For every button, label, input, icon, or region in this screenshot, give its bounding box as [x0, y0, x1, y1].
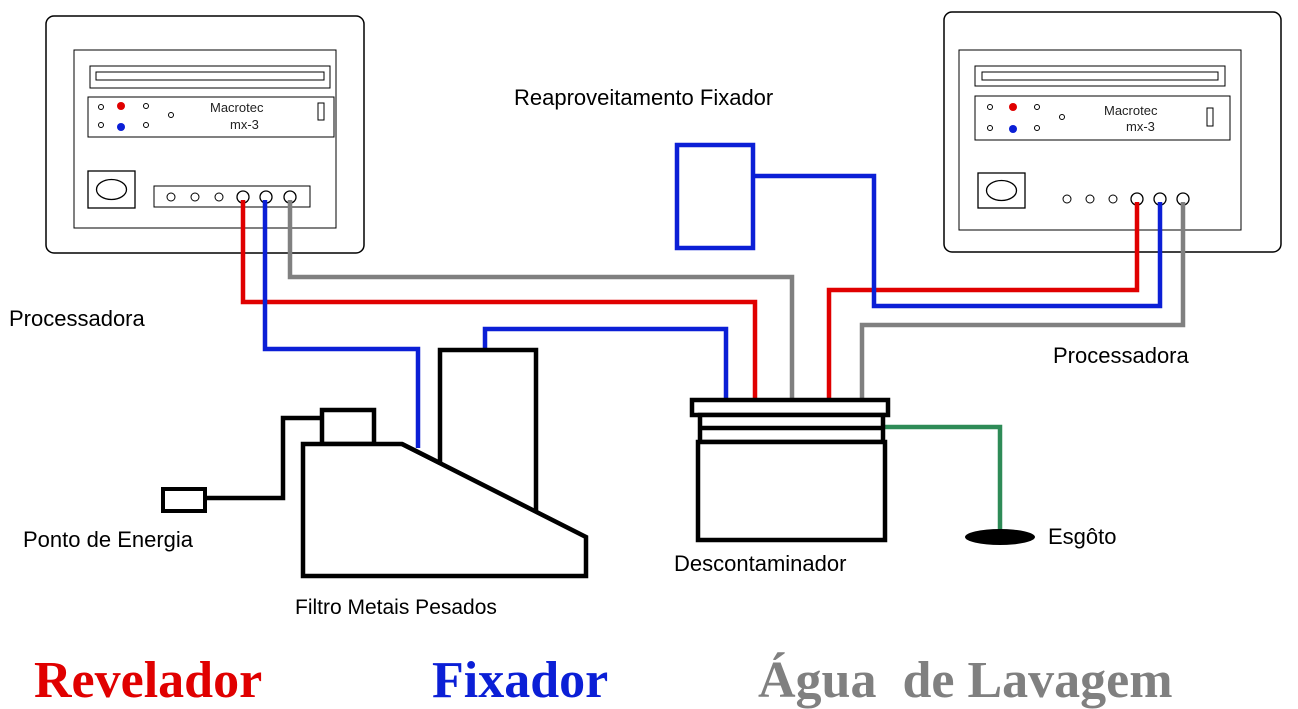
- power-socket: [161, 487, 207, 513]
- power-cable: [205, 415, 324, 501]
- model-label-right: mx-3: [1126, 119, 1155, 134]
- label-processor-left: Processadora: [9, 306, 146, 331]
- brand-label-right: Macrotec: [1104, 103, 1158, 118]
- pipe-drain: [885, 424, 1003, 533]
- processor-left: Macrotec mx-3: [45, 15, 365, 254]
- fixer-reuse-tank: [674, 142, 756, 251]
- legend-fixer: Fixador: [432, 652, 608, 709]
- pipe-fixer-filter: [482, 326, 729, 398]
- label-decontaminator: Descontaminador: [674, 551, 846, 576]
- decontaminator: [689, 397, 891, 543]
- pipe-developer-right: [826, 202, 1140, 398]
- sewer-drain: [965, 529, 1035, 545]
- legend: Revelador Fixador Água de Lavagem: [34, 651, 1173, 709]
- pipe-wash-right: [859, 202, 1186, 398]
- label-sewer: Esgôto: [1048, 524, 1117, 549]
- legend-wash-water: Água de Lavagem: [758, 651, 1173, 709]
- pipe-wash-left: [287, 200, 795, 398]
- pipe-fixer-right: [753, 173, 1163, 309]
- processor-right: Macrotec mx-3: [943, 11, 1282, 253]
- model-label-left: mx-3: [230, 117, 259, 132]
- legend-developer: Revelador: [34, 652, 262, 709]
- label-power-point: Ponto de Energia: [23, 527, 194, 552]
- label-fixer-reuse: Reaproveitamento Fixador: [514, 85, 773, 110]
- pipe-developer-left: [240, 200, 758, 398]
- brand-label-left: Macrotec: [210, 100, 264, 115]
- pipe-fixer-left: [262, 200, 421, 448]
- pipes: [205, 173, 1186, 533]
- label-processor-right: Processadora: [1053, 343, 1190, 368]
- label-heavy-metal-filter: Filtro Metais Pesados: [295, 596, 497, 619]
- heavy-metal-filter: [300, 347, 589, 579]
